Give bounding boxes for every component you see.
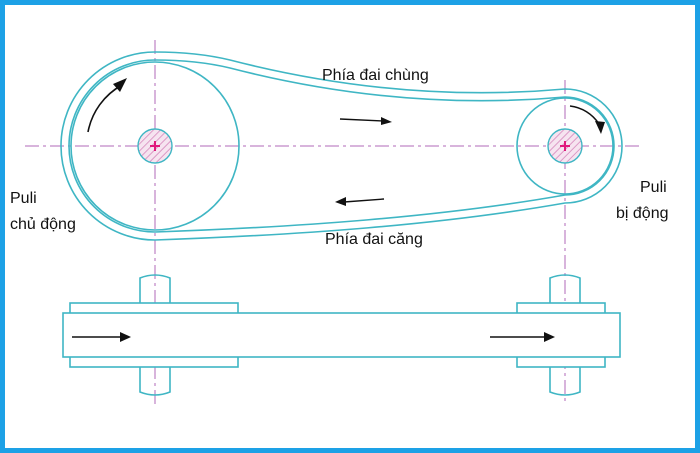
belt-motion-arrows	[335, 117, 392, 206]
driver-pulley-label-line1: Puli	[10, 190, 37, 207]
belt-outer-edge	[60, 51, 623, 241]
slack-side-arrow	[339, 118, 384, 122]
slack-side-label: Phía đai chùng	[322, 67, 429, 84]
driven-pulley-label-line2: bị động	[616, 205, 669, 222]
belt-loop	[60, 51, 623, 241]
belt-side	[62, 312, 621, 358]
driver-pulley-label-line2: chủ động	[10, 216, 76, 233]
belt-inner-edge	[68, 59, 615, 233]
driven-shaft	[549, 274, 581, 396]
driver-pulley-rim	[70, 61, 240, 231]
rotation-arrows	[87, 78, 605, 134]
driver-rotation-arrow	[87, 84, 123, 133]
driven-center-mark	[560, 141, 570, 151]
driven-pulley	[516, 97, 614, 195]
driver-shaft	[139, 274, 171, 396]
driver-center-mark	[150, 141, 160, 151]
driver-pulley	[70, 61, 240, 231]
driven-pulley-label-line1: Puli	[640, 179, 667, 196]
side-view	[62, 274, 621, 396]
driven-pulley-rim	[516, 97, 614, 195]
side-view-arrows	[72, 332, 555, 342]
tight-side-label: Phía đai căng	[325, 231, 423, 248]
tight-side-arrow	[343, 198, 385, 203]
